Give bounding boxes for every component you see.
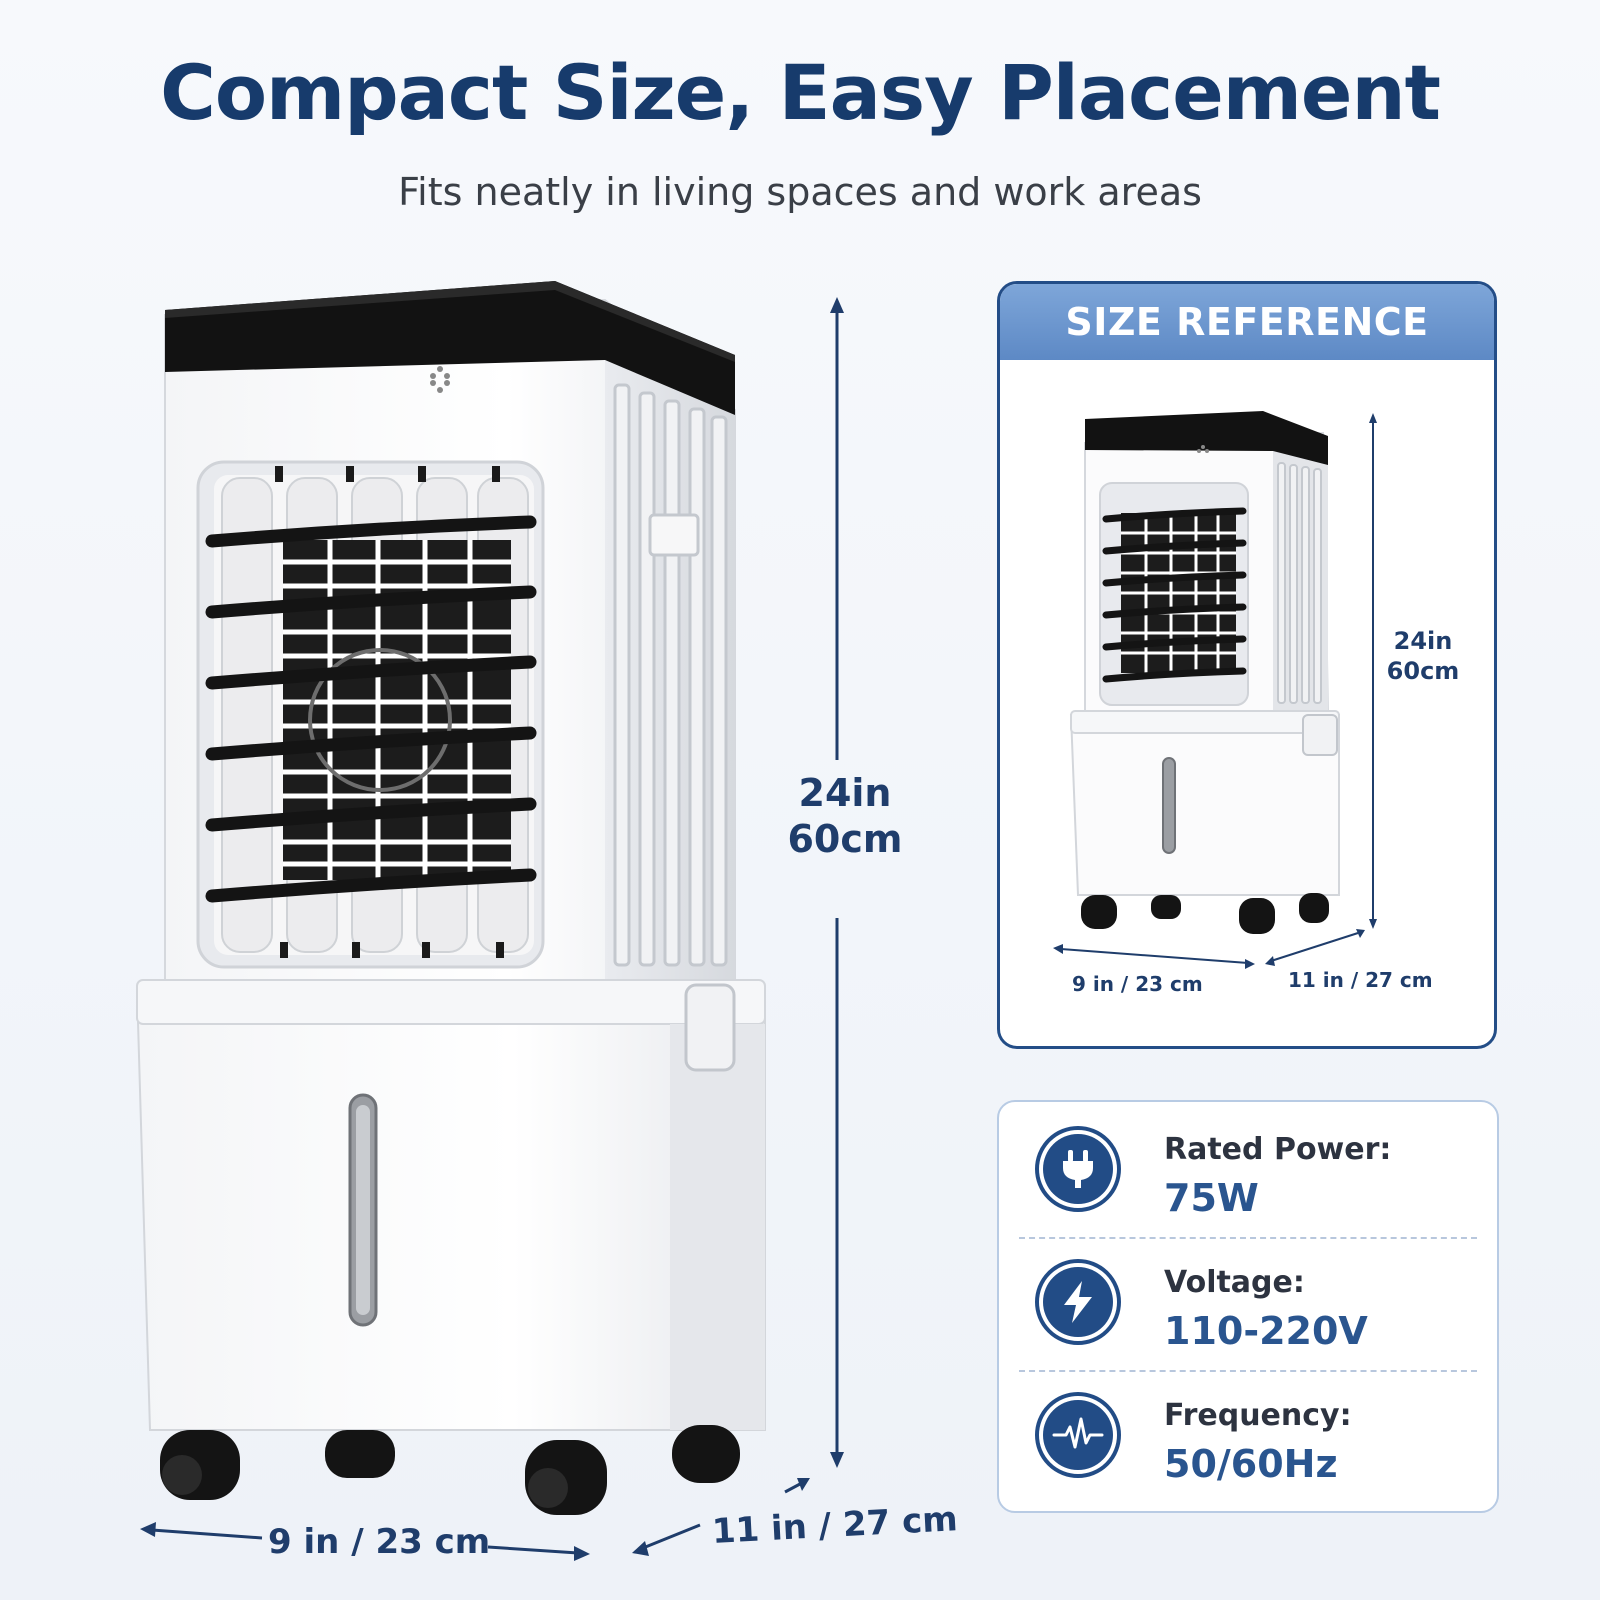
- spec-divider: [1019, 1370, 1477, 1372]
- waveform-icon: [1035, 1392, 1121, 1478]
- size-reference-card: SIZE REFERENCE: [997, 281, 1497, 1049]
- spec-row-rated-power: Rated Power: 75W: [999, 1106, 1497, 1239]
- caster-wheels: [160, 1425, 740, 1515]
- water-tank: [135, 979, 766, 1431]
- ref-width-label: 9 in / 23 cm: [1072, 972, 1203, 996]
- height-dimension-arrow: [830, 297, 844, 1468]
- lightning-icon: [1035, 1259, 1121, 1345]
- voltage-label: Voltage:: [1164, 1265, 1305, 1300]
- frequency-label: Frequency:: [1164, 1398, 1352, 1433]
- rated-power-label: Rated Power:: [1164, 1132, 1392, 1167]
- rated-power-value: 75W: [1164, 1176, 1259, 1220]
- height-dimension-label: 24in 60cm: [780, 770, 910, 862]
- width-dimension-label: 9 in / 23 cm: [268, 1522, 491, 1562]
- ref-height-label: 24in 60cm: [1368, 626, 1478, 686]
- frequency-value: 50/60Hz: [1164, 1442, 1338, 1486]
- control-dots: [430, 366, 450, 393]
- cooler-top-lid: [165, 281, 735, 415]
- depth-dimension-arrow: [632, 1478, 810, 1556]
- width-dimension-arrow: [140, 1522, 590, 1561]
- front-grille: [196, 460, 545, 969]
- page-subtitle: Fits neatly in living spaces and work ar…: [398, 170, 1202, 214]
- page-title: Compact Size, Easy Placement: [160, 48, 1441, 137]
- spec-row-voltage: Voltage: 110-220V: [999, 1239, 1497, 1372]
- height-inches: 24in: [798, 771, 892, 815]
- plug-icon: [1035, 1126, 1121, 1212]
- ref-depth-label: 11 in / 27 cm: [1288, 968, 1433, 992]
- size-reference-illustration: [1053, 411, 1377, 969]
- ref-height-inches: 24in: [1393, 627, 1453, 655]
- specifications-card: Rated Power: 75W Voltage: 110-220V Frequ…: [997, 1100, 1499, 1513]
- ref-height-centimeters: 60cm: [1386, 657, 1460, 685]
- voltage-value: 110-220V: [1164, 1309, 1368, 1353]
- spec-divider: [1019, 1237, 1477, 1239]
- spec-row-frequency: Frequency: 50/60Hz: [999, 1372, 1497, 1505]
- height-centimeters: 60cm: [787, 817, 903, 861]
- size-reference-heading: SIZE REFERENCE: [1000, 284, 1494, 360]
